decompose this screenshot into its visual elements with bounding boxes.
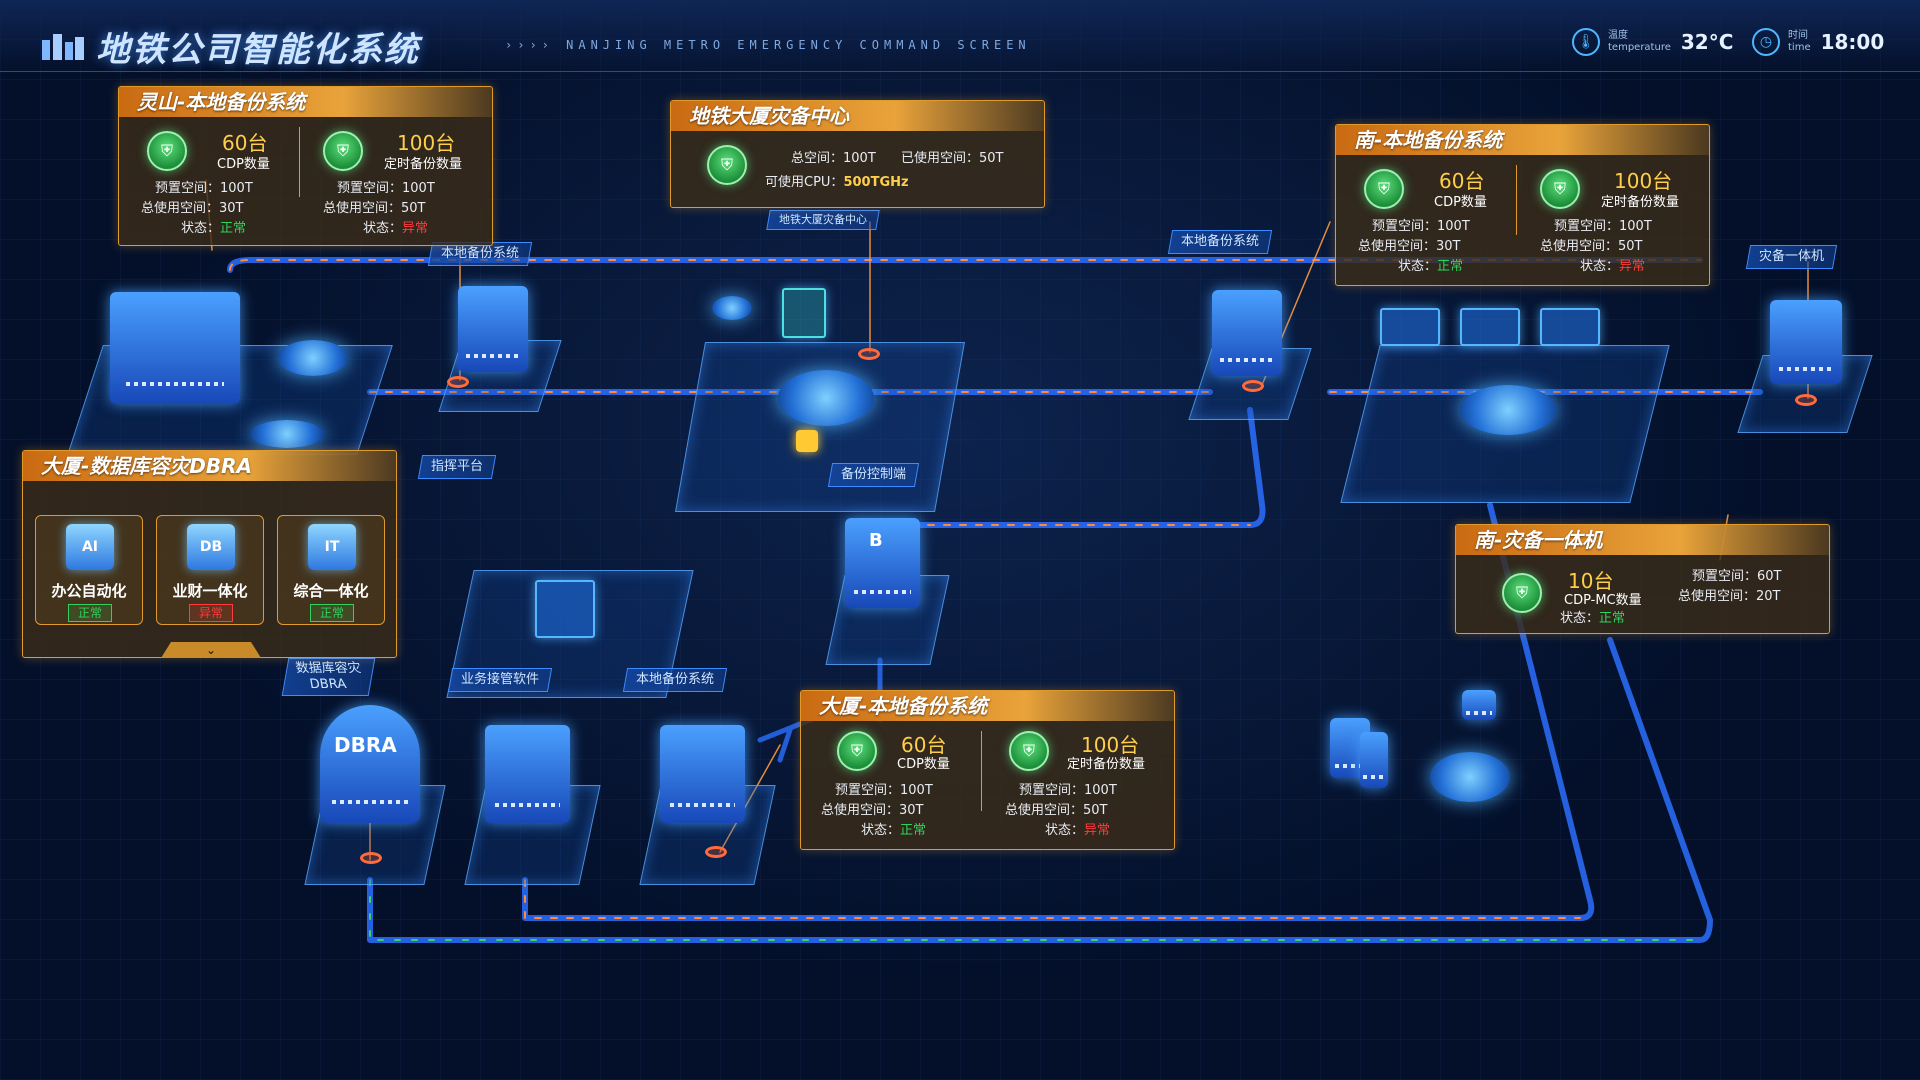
panel-title: 南-灾备一体机 <box>1456 525 1829 555</box>
tag-local-backup-2[interactable]: 本地备份系统 <box>1167 230 1273 254</box>
status-badge: 正常 <box>1599 611 1626 626</box>
node-marker <box>360 852 382 864</box>
panel-dr-center[interactable]: 地铁大厦灾备中心 ⛨ 总空间：100T 已使用空间：50T 可使用CPU：500… <box>670 100 1045 208</box>
business-software-server-icon <box>485 725 570 823</box>
node-marker <box>858 348 880 360</box>
tag-local-backup-3[interactable]: 本地备份系统 <box>622 668 728 692</box>
shield-screen-icon <box>1462 690 1496 720</box>
status-badge: 异常 <box>1084 823 1111 838</box>
shield-icon: ⛨ <box>1009 731 1049 771</box>
local-backup-3-server-icon <box>660 725 745 823</box>
panel-title: 大厦-本地备份系统 <box>801 691 1174 721</box>
south-dashboard-2-icon <box>1460 308 1520 346</box>
header-bar: 地铁公司智能化系统 ›››› NANJING METRO EMERGENCY C… <box>0 0 1920 72</box>
status-badge: 异常 <box>189 604 233 622</box>
panel-dasha-backup[interactable]: 大厦-本地备份系统 ⛨ 60台 CDP数量 预置空间：100T 总使用空间：30… <box>800 690 1175 850</box>
page-title: 地铁公司智能化系统 <box>96 30 420 70</box>
dr-all-in-one-server-icon <box>1770 300 1842 384</box>
integrated-system-icon: IT <box>308 524 356 570</box>
local-backup-2-server-icon <box>1212 290 1282 376</box>
dbra-server-icon: DBRA <box>320 705 420 823</box>
security-shield-station-icon <box>1430 752 1510 802</box>
command-workstation-icon <box>535 580 595 638</box>
tag-dr-center[interactable]: 地铁大厦灾备中心 <box>766 210 880 230</box>
lock-icon <box>796 430 818 452</box>
backup-console-server-icon: B <box>845 518 920 608</box>
dbra-card-office[interactable]: AI 办公自动化 正常 <box>35 515 143 625</box>
tag-command-platform[interactable]: 指挥平台 <box>417 455 497 479</box>
ai-office-icon: AI <box>66 524 114 570</box>
lingshan-building-icon <box>110 292 240 404</box>
panel-lingshan-backup[interactable]: 灵山-本地备份系统 ⛨ 60台 CDP数量 预置空间：100T 总使用空间：30… <box>118 86 493 246</box>
south-dashboard-1-icon <box>1380 308 1440 346</box>
panel-title: 地铁大厦灾备中心 <box>671 101 1044 131</box>
node-marker <box>1795 394 1817 406</box>
time-value: 18:00 <box>1820 30 1885 54</box>
shield-icon: ⛨ <box>837 731 877 771</box>
panel-dbra[interactable]: 大厦-数据库容灾DBRA AI 办公自动化 正常 DB 业财一体化 异常 IT … <box>22 450 397 658</box>
shield-icon: ⛨ <box>1364 169 1404 209</box>
city-logo-icon <box>40 30 86 62</box>
status-badge: 正常 <box>220 221 247 236</box>
tag-dr-all-in-one[interactable]: 灾备一体机 <box>1745 245 1838 269</box>
page-subtitle: ›››› NANJING METRO EMERGENCY COMMAND SCR… <box>505 38 1031 52</box>
thermometer-icon: 🌡 <box>1572 28 1600 56</box>
lingshan-disc2-icon <box>250 420 324 448</box>
panel-title: 灵山-本地备份系统 <box>119 87 492 117</box>
status-badge: 异常 <box>402 221 429 236</box>
shield-icon: ⛨ <box>147 131 187 171</box>
panel-title: 大厦-数据库容灾DBRA <box>23 451 396 481</box>
node-marker <box>447 376 469 388</box>
dr-center-disc-icon <box>712 296 752 320</box>
status-badge: 正常 <box>1437 259 1464 274</box>
clock-icon: ◷ <box>1752 28 1780 56</box>
status-badge: 异常 <box>1619 259 1646 274</box>
south-core-icon <box>1460 385 1556 435</box>
status-badge: 正常 <box>310 604 354 622</box>
shield-icon: ⛨ <box>1540 169 1580 209</box>
lingshan-disc-icon <box>278 340 348 376</box>
temperature-value: 32°C <box>1680 30 1734 54</box>
shield-icon: ⛨ <box>323 131 363 171</box>
shield-icon: ⛨ <box>1502 573 1542 613</box>
local-backup-1-server-icon <box>458 286 528 372</box>
storage-rack2-icon <box>1360 732 1388 788</box>
dbra-card-integrated[interactable]: IT 综合一体化 正常 <box>277 515 385 625</box>
south-dashboard-3-icon <box>1540 308 1600 346</box>
expand-chevron-down-icon[interactable]: ⌄ <box>161 642 261 658</box>
database-icon: DB <box>187 524 235 570</box>
tag-backup-console[interactable]: 备份控制端 <box>827 463 920 487</box>
dr-center-platform <box>675 342 965 512</box>
dr-center-core-icon <box>778 370 874 426</box>
node-marker <box>1242 380 1264 392</box>
panel-south-dr-all-in-one[interactable]: 南-灾备一体机 ⛨ 10台 CDP-MC数量 状态：正常 预置空间：60T 总使… <box>1455 524 1830 634</box>
dr-center-screen-icon <box>782 288 826 338</box>
connector-bottom <box>367 637 1713 943</box>
node-marker <box>705 846 727 858</box>
status-badge: 正常 <box>900 823 927 838</box>
tag-business-software[interactable]: 业务接管软件 <box>447 668 553 692</box>
shield-icon: ⛨ <box>707 145 747 185</box>
panel-south-backup[interactable]: 南-本地备份系统 ⛨ 60台 CDP数量 预置空间：100T 总使用空间：30T… <box>1335 124 1710 286</box>
panel-title: 南-本地备份系统 <box>1336 125 1709 155</box>
status-badge: 正常 <box>68 604 112 622</box>
dbra-card-finance[interactable]: DB 业财一体化 异常 <box>156 515 264 625</box>
